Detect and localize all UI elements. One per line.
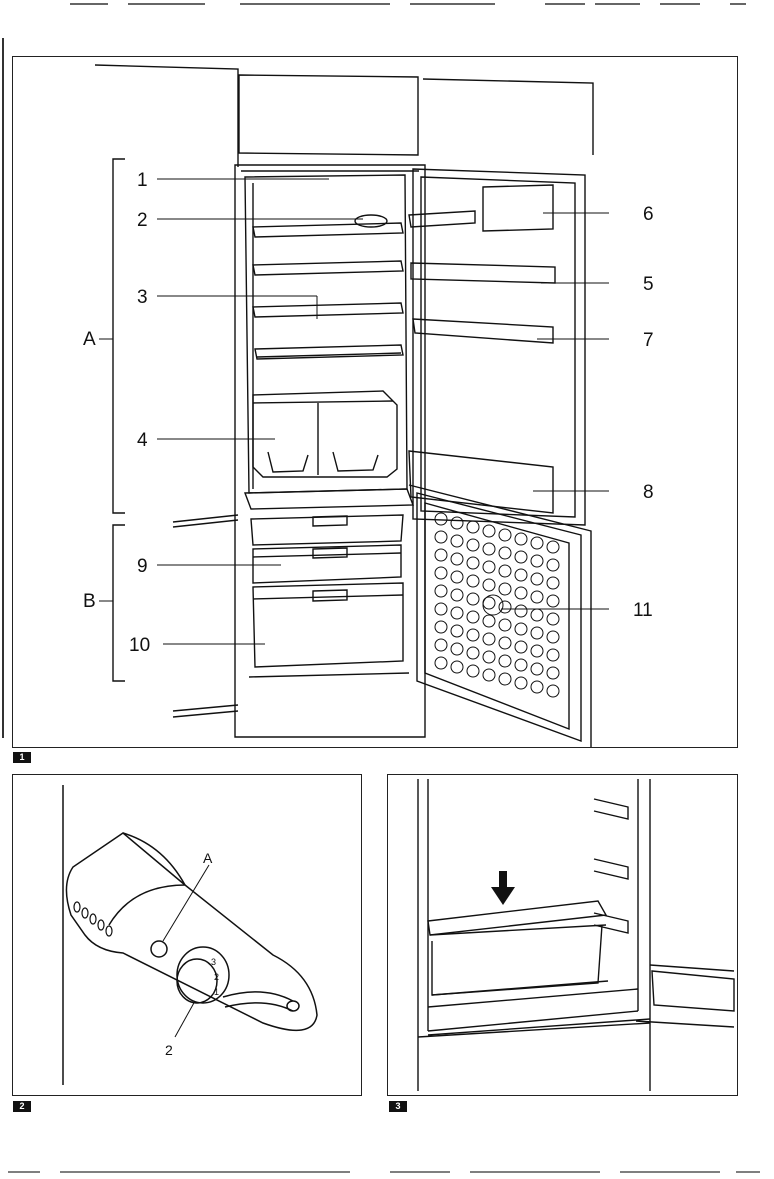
page-footer-rules bbox=[0, 1166, 774, 1178]
page-header-rules bbox=[0, 0, 774, 12]
figure-3-frame bbox=[387, 774, 738, 1096]
callout-1: 1 bbox=[137, 170, 148, 191]
callout-4: 4 bbox=[137, 430, 148, 451]
figure-3-drawing bbox=[388, 775, 737, 1095]
figure-2-drawing: A 2 3 2 1 bbox=[13, 775, 361, 1095]
group-label-a: A bbox=[83, 329, 96, 350]
callout-7: 7 bbox=[643, 330, 654, 351]
dial-mark-3: 3 bbox=[211, 957, 216, 967]
figure-2-badge: 2 bbox=[13, 1101, 31, 1112]
callout-2: 2 bbox=[137, 210, 148, 231]
figure-2-frame: A 2 3 2 1 bbox=[12, 774, 362, 1096]
callout-11: 11 bbox=[633, 600, 653, 621]
callout-8: 8 bbox=[643, 482, 654, 503]
figure-3-badge: 3 bbox=[389, 1101, 407, 1112]
dial-mark-1: 1 bbox=[214, 987, 219, 997]
figure-1-drawing: A B 1 2 3 4 5 6 7 8 9 10 11 bbox=[13, 57, 737, 747]
down-arrow-icon bbox=[491, 871, 515, 905]
figure-1-badge: 1 bbox=[13, 752, 31, 763]
callout-10: 10 bbox=[129, 635, 150, 656]
group-label-b: B bbox=[83, 591, 96, 612]
fig2-callout-a: A bbox=[203, 850, 213, 866]
fig2-callout-2: 2 bbox=[165, 1042, 173, 1058]
callout-3: 3 bbox=[137, 287, 148, 308]
figure-1-frame: A B 1 2 3 4 5 6 7 8 9 10 11 bbox=[12, 56, 738, 748]
callout-5: 5 bbox=[643, 274, 654, 295]
callout-9: 9 bbox=[137, 556, 148, 577]
binding-edge-line bbox=[2, 38, 4, 738]
callout-6: 6 bbox=[643, 204, 654, 225]
dial-mark-2: 2 bbox=[214, 972, 219, 982]
